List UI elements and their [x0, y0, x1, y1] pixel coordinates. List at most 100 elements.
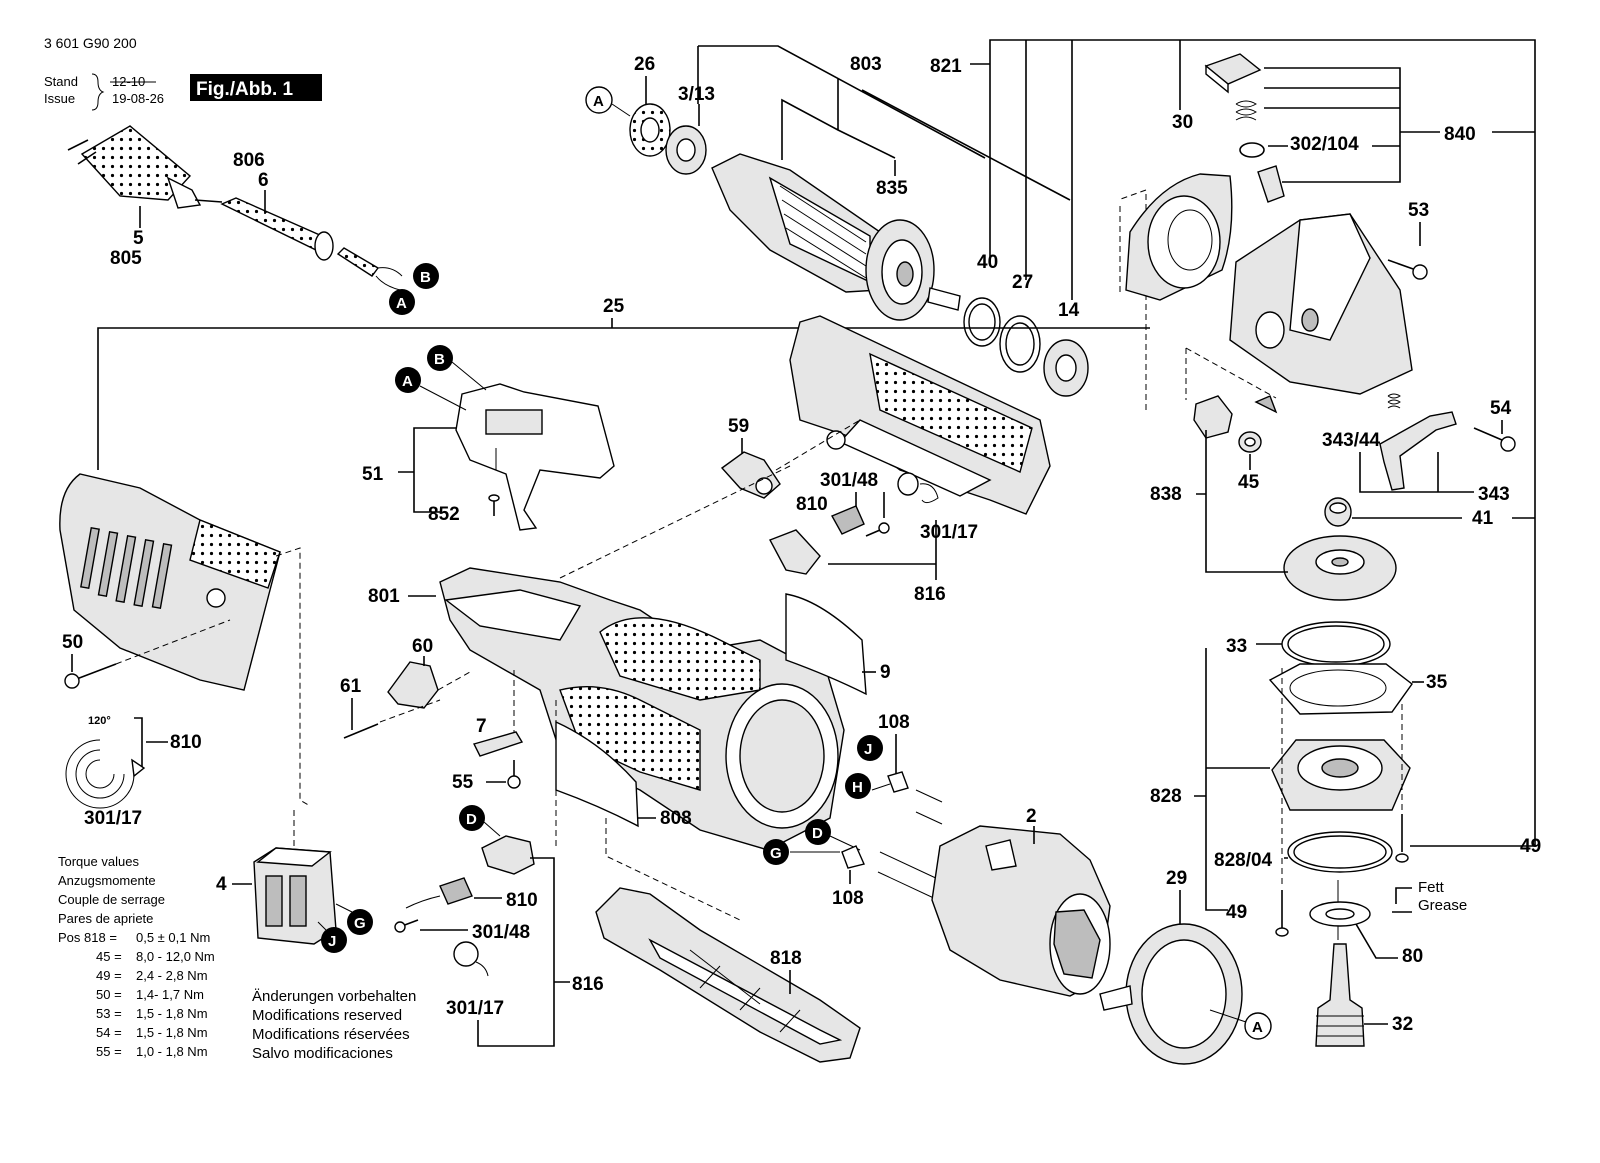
fett-label: Fett [1418, 879, 1445, 896]
torque-table: Torque values Anzugsmomente Couple de se… [58, 854, 215, 1059]
connector-j-stator: J [857, 735, 883, 761]
grease-label: Grease [1418, 897, 1467, 914]
svg-text:A: A [1252, 1019, 1263, 1036]
svg-text:D: D [812, 825, 823, 842]
label-60: 60 [412, 636, 433, 657]
label-821: 821 [930, 56, 962, 77]
connector-a-bearing: A [585, 86, 613, 114]
switch-rocker-60 [387, 661, 439, 709]
motor-housing [439, 567, 845, 851]
grease-icon [1392, 887, 1412, 913]
label-45: 45 [1238, 472, 1260, 493]
svg-text:H: H [852, 779, 863, 796]
leader-828 [1194, 648, 1288, 911]
label-3-13: 3/13 [678, 84, 715, 105]
carbon-brush-810-bottom [405, 877, 473, 909]
svg-text:A: A [396, 295, 407, 312]
disclaimer-es: Salvo modificaciones [252, 1045, 393, 1062]
svg-text:G: G [770, 845, 782, 862]
label-33: 33 [1226, 636, 1247, 657]
leader-803 [698, 45, 986, 160]
torque-pos: Pos 818 = [58, 930, 117, 945]
o-ring-828-04 [1287, 831, 1393, 873]
label-810-bottom: 810 [506, 890, 538, 911]
switch-4 [253, 847, 337, 945]
label-80: 80 [1402, 946, 1423, 967]
figure-badge [190, 74, 322, 101]
torque-pos: 55 = [96, 1044, 122, 1059]
spindle-32 [1315, 943, 1365, 1047]
label-806: 806 [233, 150, 265, 171]
bearing-3-13 [665, 125, 707, 175]
label-835: 835 [876, 178, 908, 199]
flange-35 [1268, 663, 1413, 715]
screw-49-left [1275, 890, 1289, 937]
torque-pos: 54 = [96, 1025, 122, 1040]
torque-value: 0,5 ± 0,1 Nm [136, 930, 210, 945]
ring-27 [999, 315, 1041, 373]
connector-a-module: A [395, 367, 421, 393]
label-4: 4 [216, 874, 227, 895]
insulation-sheet-9 [785, 593, 867, 696]
brace-icon [91, 73, 105, 111]
connector-j-left: J [321, 927, 347, 953]
label-301-17-top: 301/17 [920, 522, 978, 543]
svg-text:A: A [593, 93, 604, 110]
label-59: 59 [728, 416, 749, 437]
screw-301-48-bottom [394, 919, 419, 933]
screw-49-right [1395, 814, 1409, 863]
pin-61 [343, 723, 379, 739]
label-810-top: 810 [796, 494, 828, 515]
electronics-module-51 [455, 383, 615, 531]
disclaimer: Änderungen vorbehalten Modifications res… [252, 988, 416, 1062]
label-801: 801 [368, 586, 400, 607]
torque-value: 1,0 - 1,8 Nm [136, 1044, 208, 1059]
label-343: 343 [1478, 484, 1510, 505]
spring-301-17-bottom [453, 941, 489, 977]
disclaimer-en: Modifications reserved [252, 1007, 402, 1024]
armature [711, 153, 961, 321]
torque-pos: 45 = [96, 949, 122, 964]
spindle-lock-54 [1379, 393, 1457, 491]
label-6: 6 [258, 170, 269, 191]
connector-h-stator: H [845, 773, 871, 799]
label-49-left: 49 [1226, 902, 1247, 923]
cord-segment [194, 199, 223, 203]
torque-pos: 49 = [96, 968, 122, 983]
cord-end [336, 247, 403, 291]
label-838: 838 [1150, 484, 1182, 505]
housing-half-bottom [595, 887, 861, 1063]
torque-title-fr: Couple de serrage [58, 892, 165, 907]
label-2: 2 [1026, 806, 1037, 827]
connector-a-airguide: A [1244, 1012, 1272, 1040]
leader-51 [398, 427, 456, 513]
screw-301-48-top [865, 522, 890, 537]
label-828: 828 [1150, 786, 1182, 807]
label-5: 5 [133, 228, 144, 249]
label-818: 818 [770, 948, 802, 969]
spring-301-17-top [897, 472, 939, 504]
label-805: 805 [110, 248, 142, 269]
label-32: 32 [1392, 1014, 1413, 1035]
label-108-bottom: 108 [832, 888, 864, 909]
label-803: 803 [850, 54, 882, 75]
leader-840 [1264, 67, 1535, 183]
torque-value: 1,5 - 1,8 Nm [136, 1006, 208, 1021]
label-808: 808 [660, 808, 692, 829]
washer-80 [1309, 901, 1371, 927]
switch-slider-59 [720, 451, 781, 499]
power-plug [67, 125, 202, 209]
insulation-sheet-808 [555, 720, 639, 828]
terminal-108-bottom [841, 845, 865, 869]
torque-title-en: Torque values [58, 854, 139, 869]
brush-holder-bottom [481, 835, 535, 875]
connector-b-top: B [413, 263, 439, 289]
label-53: 53 [1408, 200, 1429, 221]
bearing-14 [1043, 339, 1089, 397]
issue-value: 19-08-26 [112, 91, 164, 106]
label-55: 55 [452, 772, 474, 793]
svg-text:B: B [434, 351, 445, 368]
screw-55 [507, 760, 521, 789]
terminal-108-top [871, 771, 909, 793]
label-301-48-top: 301/48 [820, 470, 878, 491]
